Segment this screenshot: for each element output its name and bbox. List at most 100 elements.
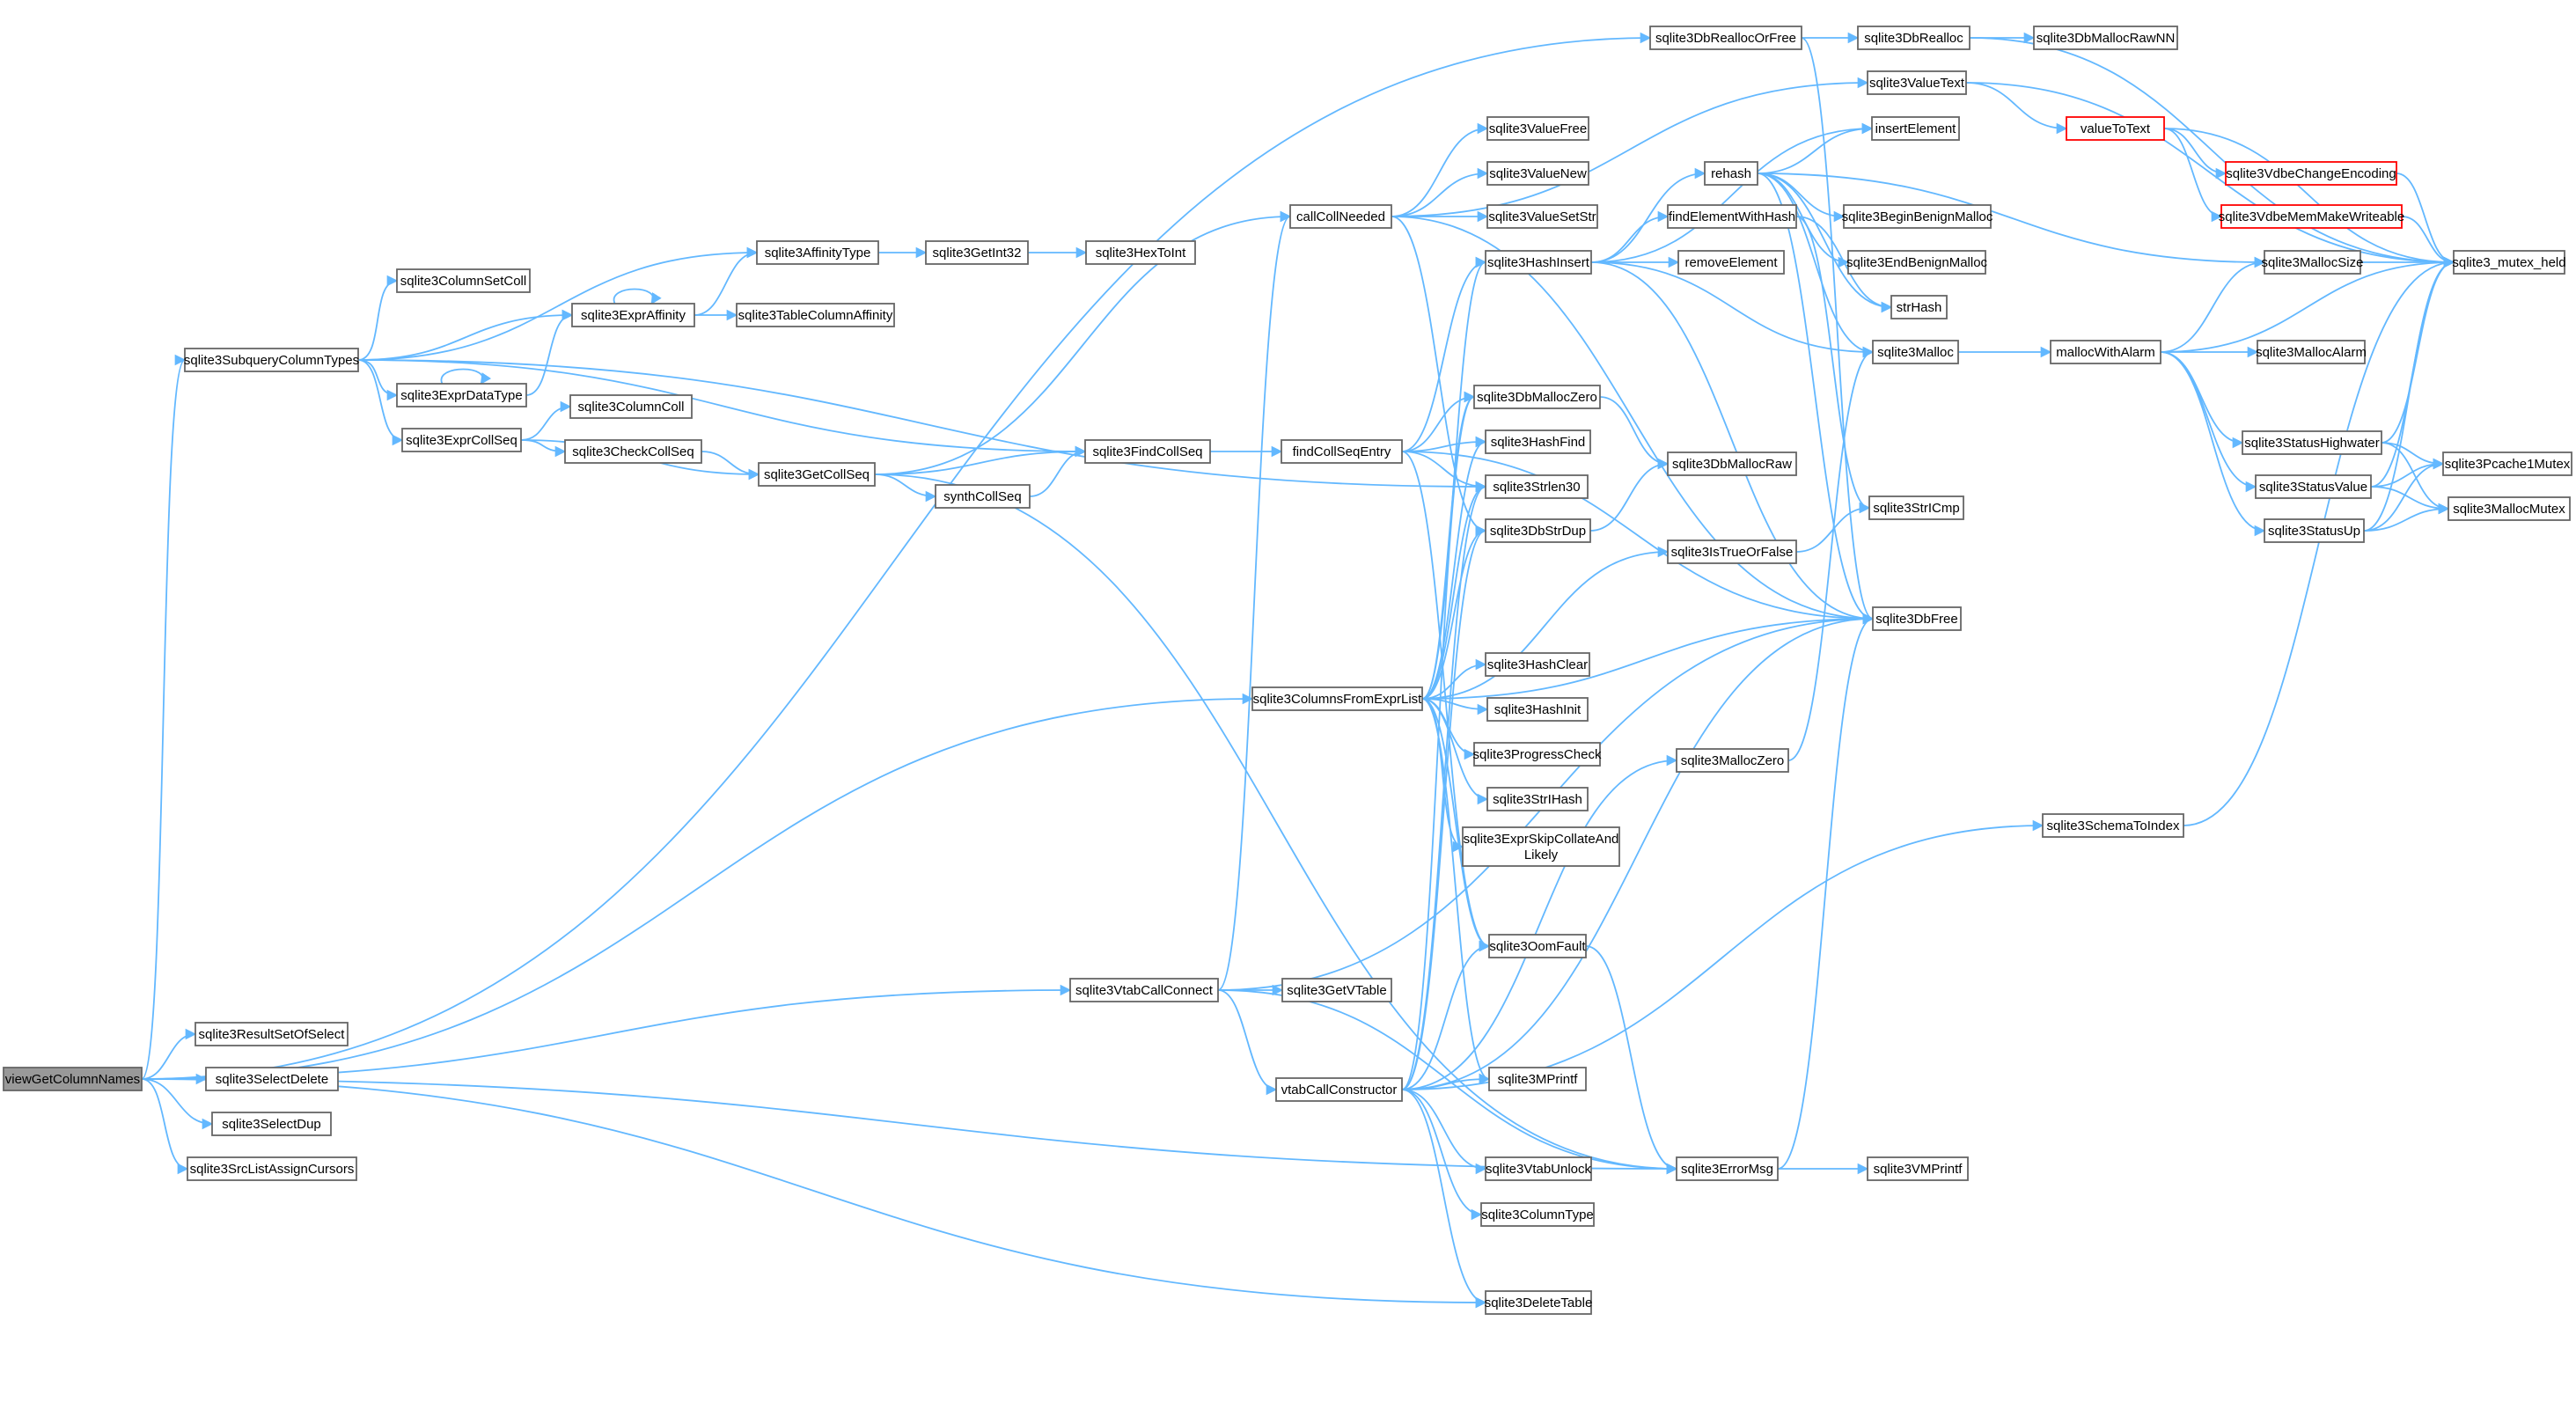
node-sqlite3-value-free[interactable]: sqlite3ValueFree: [1486, 116, 1589, 141]
node-insert-element[interactable]: insertElement: [1871, 116, 1960, 141]
node-sqlite3-vdbe-change-encoding[interactable]: sqlite3VdbeChangeEncoding: [2225, 161, 2397, 186]
node-label: sqlite3ErrorMsg: [1681, 1162, 1773, 1177]
node-sqlite3-src-list-assign-cursors[interactable]: sqlite3SrcListAssignCursors: [187, 1156, 357, 1181]
node-sqlite3-status-highwater[interactable]: sqlite3StatusHighwater: [2242, 430, 2382, 455]
node-sqlite3-oom-fault[interactable]: sqlite3OomFault: [1488, 934, 1587, 958]
node-label: sqlite3ProgressCheck: [1473, 747, 1602, 762]
node-box: [1462, 826, 1620, 867]
node-sqlite3-str-icmp[interactable]: sqlite3StrICmp: [1868, 495, 1964, 520]
node-sqlite3-vtab-unlock[interactable]: sqlite3VtabUnlock: [1485, 1156, 1592, 1181]
node-sqlite3-hash-init[interactable]: sqlite3HashInit: [1486, 697, 1589, 722]
edge-sqlite3-status-value-to-sqlite3-malloc-mutex: [2370, 486, 2450, 515]
node-box: [1485, 1290, 1592, 1315]
node-sqlite3-end-benign-malloc[interactable]: sqlite3EndBenignMalloc: [1846, 250, 1988, 275]
node-sqlite3-value-set-str[interactable]: sqlite3ValueSetStr: [1486, 204, 1598, 229]
node-sqlite3-is-true-or-false[interactable]: sqlite3IsTrueOrFalse: [1667, 540, 1797, 564]
node-sqlite3-subquery-column-types[interactable]: sqlite3SubqueryColumnTypes: [184, 348, 359, 372]
node-box: [1281, 439, 1403, 464]
node-sqlite3-find-coll-seq[interactable]: sqlite3FindCollSeq: [1084, 439, 1211, 464]
node-str-hash[interactable]: strHash: [1890, 295, 1948, 319]
node-box: [1069, 978, 1219, 1002]
node-sqlite3-malloc-alarm[interactable]: sqlite3MallocAlarm: [2256, 340, 2367, 364]
node-sqlite3-vtab-call-connect[interactable]: sqlite3VtabCallConnect: [1069, 978, 1219, 1002]
node-sqlite3-column-coll[interactable]: sqlite3ColumnColl: [569, 394, 693, 419]
node-sqlite3-table-column-affinity[interactable]: sqlite3TableColumnAffinity: [736, 303, 895, 327]
node-find-element-with-hash[interactable]: findElementWithHash: [1667, 204, 1797, 229]
node-sqlite3-check-coll-seq[interactable]: sqlite3CheckCollSeq: [564, 439, 702, 464]
node-sqlite3-select-dup[interactable]: sqlite3SelectDup: [211, 1112, 332, 1136]
node-label: sqlite3MallocSize: [2262, 255, 2364, 270]
node-sqlite3-db-realloc[interactable]: sqlite3DbRealloc: [1857, 26, 1971, 50]
node-sqlite3-columns-from-expr-list[interactable]: sqlite3ColumnsFromExprList: [1251, 686, 1423, 711]
node-rehash[interactable]: rehash: [1704, 161, 1758, 186]
node-label: sqlite3DbReallocOrFree: [1655, 31, 1796, 46]
node-sqlite3-progress-check[interactable]: sqlite3ProgressCheck: [1473, 742, 1602, 767]
node-sqlite3-str-ihash[interactable]: sqlite3StrIHash: [1486, 787, 1589, 811]
node-label: sqlite3ColumnColl: [578, 400, 685, 415]
node-label: sqlite3MallocAlarm: [2256, 345, 2367, 360]
node-sqlite3-db-malloc-raw-nn[interactable]: sqlite3DbMallocRawNN: [2033, 26, 2178, 50]
node-synth-coll-seq[interactable]: synthCollSeq: [935, 484, 1031, 509]
node-sqlite3-db-realloc-or-free[interactable]: sqlite3DbReallocOrFree: [1649, 26, 1802, 50]
node-sqlite3-status-value[interactable]: sqlite3StatusValue: [2255, 474, 2372, 499]
node-sqlite3-mutex-held[interactable]: sqlite3_mutex_held: [2452, 250, 2566, 275]
node-sqlite3-malloc-mutex[interactable]: sqlite3MallocMutex: [2448, 496, 2571, 521]
node-call-coll-needed[interactable]: callCollNeeded: [1289, 204, 1392, 229]
node-remove-element[interactable]: removeElement: [1677, 250, 1785, 275]
node-sqlite3-strlen30[interactable]: sqlite3Strlen30: [1485, 474, 1589, 499]
node-sqlite3-expr-coll-seq[interactable]: sqlite3ExprCollSeq: [401, 428, 522, 452]
node-sqlite3-delete-table[interactable]: sqlite3DeleteTable: [1485, 1290, 1593, 1315]
node-sqlite3-hash-clear[interactable]: sqlite3HashClear: [1485, 652, 1590, 677]
node-box: [2242, 430, 2382, 455]
node-box: [194, 1022, 349, 1046]
node-sqlite3-mprintf[interactable]: sqlite3MPrintf: [1488, 1067, 1587, 1091]
node-malloc-with-alarm[interactable]: mallocWithAlarm: [2050, 340, 2161, 364]
node-sqlite3-vmprintf[interactable]: sqlite3VMPrintf: [1867, 1156, 1969, 1181]
node-sqlite3-value-text[interactable]: sqlite3ValueText: [1867, 70, 1967, 95]
node-vtab-call-constructor[interactable]: vtabCallConstructor: [1275, 1077, 1403, 1102]
node-box: [2257, 340, 2366, 364]
edge-rehash-to-str-hash: [1757, 172, 1893, 313]
node-sqlite3-expr-affinity[interactable]: sqlite3ExprAffinity: [571, 303, 695, 327]
edge-sqlite3-hash-insert-to-sqlite3-malloc: [1590, 261, 1875, 358]
node-sqlite3-hash-find[interactable]: sqlite3HashFind: [1485, 429, 1591, 454]
node-label: sqlite3VdbeChangeEncoding: [2226, 166, 2396, 181]
node-sqlite3-db-str-dup[interactable]: sqlite3DbStrDup: [1485, 518, 1591, 543]
node-sqlite3-value-new[interactable]: sqlite3ValueNew: [1486, 161, 1589, 186]
node-label: sqlite3StatusHighwater: [2244, 436, 2379, 451]
node-sqlite3-malloc-zero[interactable]: sqlite3MallocZero: [1676, 748, 1789, 773]
node-value-to-text[interactable]: valueToText: [2066, 116, 2165, 141]
node-box: [1667, 451, 1797, 476]
node-sqlite3-affinity-type[interactable]: sqlite3AffinityType: [756, 240, 879, 265]
node-sqlite3-get-int32[interactable]: sqlite3GetInt32: [925, 240, 1029, 265]
node-sqlite3-pcache1-mutex[interactable]: sqlite3Pcache1Mutex: [2442, 451, 2572, 476]
node-sqlite3-get-coll-seq[interactable]: sqlite3GetCollSeq: [758, 462, 876, 487]
node-sqlite3-hex-to-int[interactable]: sqlite3HexToInt: [1085, 240, 1196, 265]
node-sqlite3-column-set-coll[interactable]: sqlite3ColumnSetColl: [396, 268, 531, 293]
node-box: [3, 1067, 143, 1091]
node-sqlite3-begin-benign-malloc[interactable]: sqlite3BeginBenignMalloc: [1842, 204, 1993, 229]
node-sqlite3-malloc[interactable]: sqlite3Malloc: [1872, 340, 1959, 364]
node-sqlite3-schema-to-index[interactable]: sqlite3SchemaToIndex: [2042, 813, 2184, 838]
node-sqlite3-get-vtable[interactable]: sqlite3GetVTable: [1281, 978, 1392, 1002]
node-label: sqlite3ExprSkipCollateAnd: [1464, 832, 1619, 847]
node-sqlite3-result-set-of-select[interactable]: sqlite3ResultSetOfSelect: [194, 1022, 349, 1046]
node-box: [1085, 240, 1196, 265]
node-find-coll-seq-entry[interactable]: findCollSeqEntry: [1281, 439, 1403, 464]
node-sqlite3-hash-insert[interactable]: sqlite3HashInsert: [1485, 250, 1592, 275]
node-view-get-column-names[interactable]: viewGetColumnNames: [3, 1067, 143, 1091]
node-sqlite3-db-malloc-raw[interactable]: sqlite3DbMallocRaw: [1667, 451, 1797, 476]
node-sqlite3-error-msg[interactable]: sqlite3ErrorMsg: [1676, 1156, 1779, 1181]
node-sqlite3-column-type[interactable]: sqlite3ColumnType: [1480, 1202, 1595, 1227]
node-sqlite3-db-malloc-zero[interactable]: sqlite3DbMallocZero: [1473, 385, 1601, 409]
node-sqlite3-malloc-size[interactable]: sqlite3MallocSize: [2262, 250, 2364, 275]
node-sqlite3-status-up[interactable]: sqlite3StatusUp: [2264, 518, 2365, 543]
node-sqlite3-select-delete[interactable]: sqlite3SelectDelete: [205, 1067, 339, 1091]
edge-sqlite3-status-up-to-sqlite3-pcache1-mutex: [2363, 458, 2445, 532]
node-sqlite3-db-free[interactable]: sqlite3DbFree: [1872, 606, 1962, 631]
node-label: sqlite3BeginBenignMalloc: [1842, 209, 1993, 224]
node-sqlite3-vdbe-mem-make-writeable[interactable]: sqlite3VdbeMemMakeWriteable: [2219, 204, 2405, 229]
node-sqlite3-expr-data-type[interactable]: sqlite3ExprDataType: [396, 383, 527, 407]
node-box: [1275, 1077, 1403, 1102]
